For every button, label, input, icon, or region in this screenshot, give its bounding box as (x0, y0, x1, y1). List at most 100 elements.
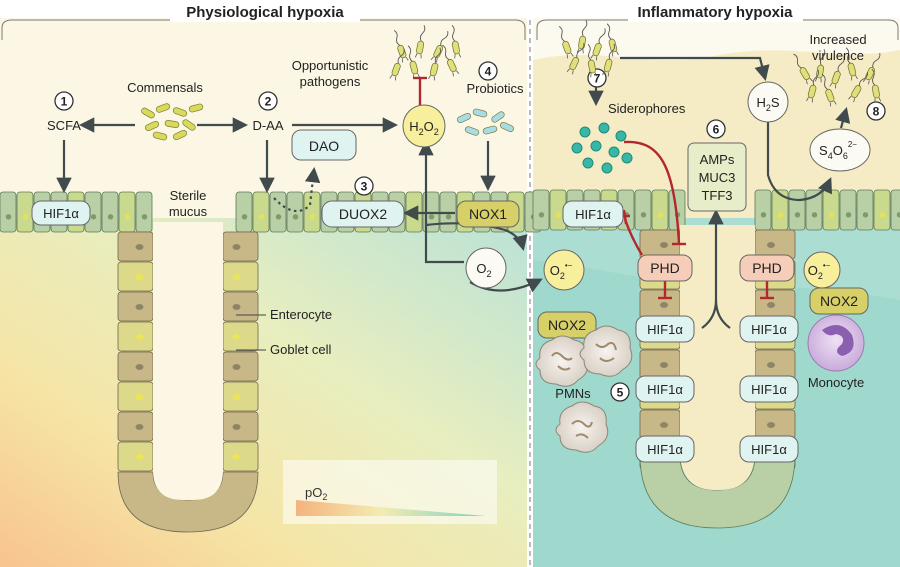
cell-nucleus (555, 212, 562, 218)
s4o6-node: S4O62− (809, 128, 871, 172)
flagellated-bacterium (848, 72, 869, 103)
epithelial-cell (252, 191, 270, 233)
flagellated-bacterium (821, 74, 837, 107)
label-pmns: PMNs (555, 386, 591, 401)
step-number: 1 (61, 95, 68, 109)
flagellated-bacterium (389, 48, 405, 81)
label-monocyte: Monocyte (808, 375, 864, 390)
cell-nucleus (428, 214, 435, 220)
hif1a-label: HIF1α (647, 382, 683, 397)
epithelial-cell (118, 191, 136, 233)
epithelial-cell (771, 189, 789, 231)
cell-nucleus (124, 214, 131, 220)
cell-nucleus (660, 362, 668, 368)
label-sterile: Sterile (170, 188, 207, 203)
inhibition-lines (413, 76, 774, 300)
step-number: 6 (713, 123, 720, 137)
epithelial-cell (269, 191, 287, 233)
flagellated-bacterium (428, 47, 441, 81)
epithelial-cell (0, 191, 17, 233)
label-probiotics: Probiotics (466, 81, 524, 96)
flagellated-bacterium (871, 69, 882, 103)
rod-bacterium (182, 119, 196, 131)
step-badge (610, 382, 630, 402)
hif1a-box (739, 435, 799, 463)
cell-nucleus (141, 214, 148, 220)
dao-box: DAO (291, 129, 357, 161)
svg-text:O2: O2 (476, 261, 491, 279)
cell-nucleus (777, 212, 784, 218)
monocyte-cell (807, 314, 865, 372)
cell-nucleus (135, 274, 144, 280)
label-pathogens: pathogens (300, 74, 361, 89)
cell-nucleus (232, 424, 241, 430)
hif1a-label: HIF1α (751, 322, 787, 337)
step-number: 5 (617, 386, 624, 400)
crypt-cell (754, 289, 796, 320)
epithelial-cell (651, 189, 669, 231)
rod-bacterium (500, 121, 514, 133)
crypt-cell (222, 411, 259, 442)
flagellated-bacterium (806, 69, 819, 103)
rod-bacterium (155, 103, 171, 113)
label-goblet-cell: Goblet cell (270, 342, 332, 357)
svg-text:O2•−: O2•− (808, 261, 831, 281)
cell-nucleus (135, 454, 144, 460)
flagellated-bacterium (845, 47, 858, 81)
cell-nucleus (760, 212, 767, 218)
cell-nucleus (862, 212, 869, 218)
step-number: 4 (485, 65, 492, 79)
svg-text:NOX2: NOX2 (820, 293, 858, 309)
hif1a-box (739, 315, 799, 343)
crypt-cell (222, 291, 259, 322)
crypt-cell (639, 409, 681, 440)
cell-nucleus (275, 214, 282, 220)
crypt-cell (222, 351, 259, 382)
hif1a-left-box: HIF1α (31, 200, 91, 226)
cell-nucleus (292, 214, 299, 220)
rod-bacterium (464, 126, 480, 136)
flagellated-bacterium (587, 44, 598, 78)
cell-nucleus (445, 214, 452, 220)
flagellated-bacterium (393, 30, 409, 63)
phd-left-box: PHD (637, 254, 693, 282)
arrows (56, 56, 851, 329)
step-badge (478, 61, 498, 81)
crypt-cell (754, 409, 796, 440)
phd-right-box: PHD (739, 254, 795, 282)
label-opportunistic: Opportunistic (292, 58, 369, 73)
header-inflammatory: Inflammatory hypoxia (637, 4, 793, 21)
label-scfa: SCFA (47, 118, 81, 133)
epithelial-cell (532, 189, 550, 231)
epithelial-cell (303, 191, 321, 233)
svg-text:MUC3: MUC3 (699, 170, 736, 185)
svg-text:H2O2: H2O2 (409, 119, 439, 137)
crypt-cell (117, 381, 154, 412)
hif1a-label: HIF1α (751, 382, 787, 397)
flagellated-bacterium (414, 25, 426, 59)
flagellated-bacterium (576, 20, 588, 54)
cell-nucleus (657, 212, 664, 218)
duox2-box: DUOX2 (321, 200, 405, 228)
cell-nucleus (232, 394, 241, 400)
cell-nucleus (538, 212, 545, 218)
po2-legend: pO2 (283, 460, 497, 524)
flagellated-bacterium (606, 23, 619, 57)
rod-bacterium (141, 107, 155, 119)
crypt-cell (754, 349, 796, 380)
svg-text:DUOX2: DUOX2 (339, 206, 387, 222)
hif1a-label: HIF1α (751, 442, 787, 457)
flagellated-bacterium (566, 43, 585, 75)
cell-nucleus (232, 274, 241, 280)
cell-nucleus (794, 212, 801, 218)
epithelial-cell (235, 191, 253, 233)
cell-nucleus (5, 214, 12, 220)
epithelial-cell (135, 191, 153, 233)
step-number: 7 (594, 72, 601, 86)
amps-box: AMPs MUC3 TFF3 (687, 142, 747, 212)
label-enterocyte: Enterocyte (270, 307, 332, 322)
svg-text:O2•−: O2•− (550, 261, 573, 281)
cell-nucleus (241, 214, 248, 220)
svg-text:TFF3: TFF3 (701, 188, 732, 203)
